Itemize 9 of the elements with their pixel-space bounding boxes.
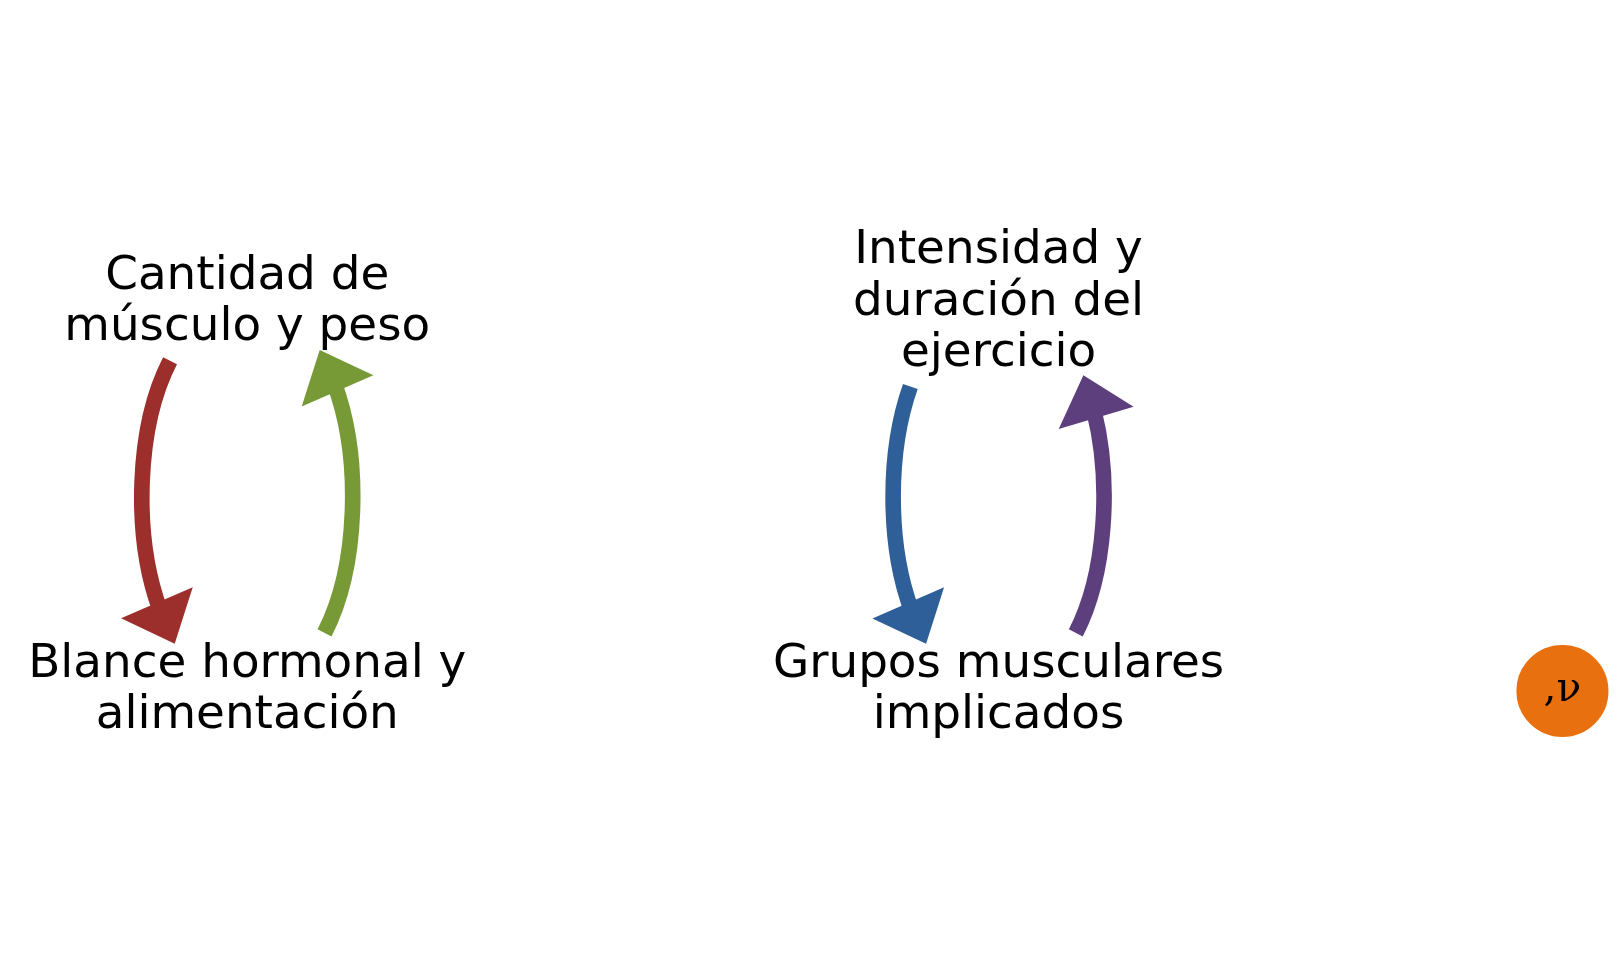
arrow	[301, 349, 374, 636]
arrow	[872, 383, 945, 644]
arrow	[121, 357, 193, 644]
node-text: Cantidad de músculo y peso	[64, 245, 431, 351]
arrow	[1058, 374, 1134, 636]
node-text: Blance hormonal y alimentación	[28, 633, 467, 739]
node-text: Intensidad y duración del ejercicio	[853, 219, 1145, 377]
node-circle: ,ν	[1516, 644, 1609, 737]
node-text: Grupos musculares implicados	[772, 633, 1225, 739]
